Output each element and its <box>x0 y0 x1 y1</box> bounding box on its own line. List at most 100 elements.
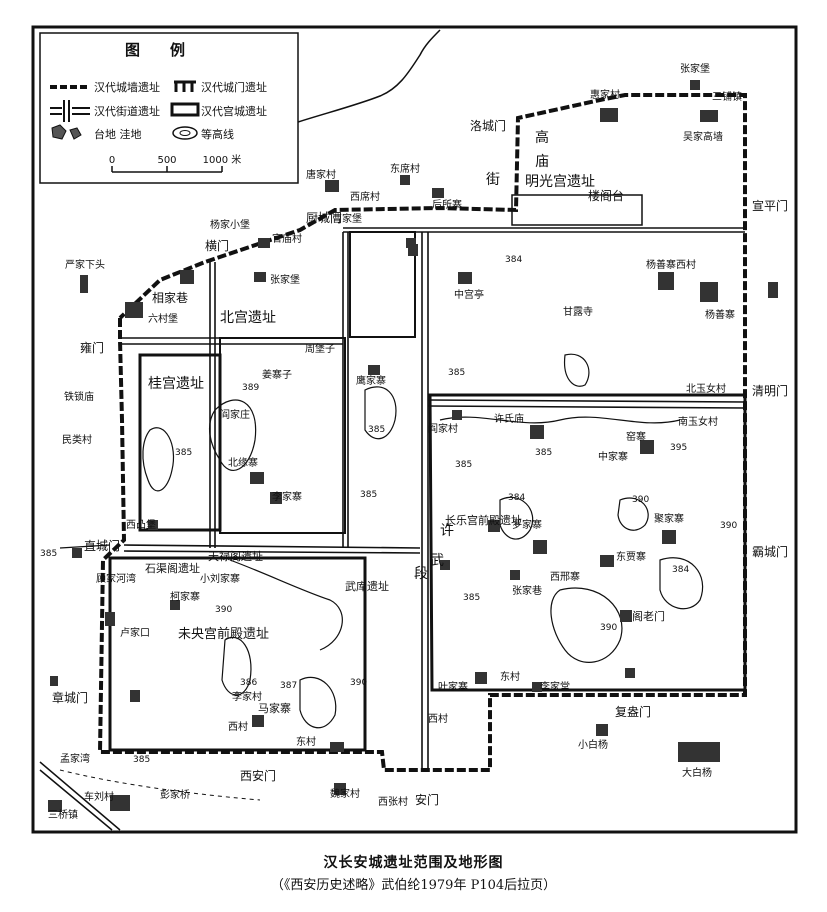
village-block <box>408 244 418 256</box>
elev-1: 384 <box>505 255 522 265</box>
vl-yangshanzhai: 杨善寨 <box>705 308 735 321</box>
village-block <box>250 472 264 484</box>
village-block <box>105 612 115 626</box>
elev-4: 385 <box>175 448 192 458</box>
vl-yejiazhai: 叶家寨 <box>438 680 468 693</box>
elev-14: 390 <box>350 678 367 688</box>
legend-street-symbol <box>50 100 90 122</box>
village-block <box>130 690 140 702</box>
north-complex <box>511 194 643 226</box>
vl-kuojiazhai: 窑寨 <box>626 430 646 443</box>
vl-hujiamiao: 惠家村 <box>590 88 620 101</box>
legend-contour-label: 等高线 <box>201 127 234 141</box>
elev-19: 385 <box>535 448 552 458</box>
label-guigong: 桂宫遗址 <box>148 376 204 392</box>
elev-9: 390 <box>720 521 737 531</box>
village-block <box>258 238 270 248</box>
elev-20: 395 <box>670 443 687 453</box>
vl-wujiagao: 吴家高墙 <box>683 130 723 143</box>
legend-contour-symbol <box>172 126 198 140</box>
village-block <box>690 80 700 90</box>
gate-heng: 横门 <box>205 238 229 253</box>
elev-13: 386 <box>240 678 257 688</box>
village-block <box>330 742 344 752</box>
village-block <box>475 672 487 684</box>
label-changle-front: 长乐宫前殿遗址 <box>445 513 522 527</box>
label-minggong: 明光宫遗址 <box>525 174 595 190</box>
legend-title: 图 例 <box>125 41 185 59</box>
elev-17: 385 <box>463 593 480 603</box>
village-block <box>170 600 180 610</box>
village-block <box>406 238 416 248</box>
vl-chejiacun: 车刘村 <box>84 790 114 803</box>
vl-fujiawancun: 阎家村 <box>428 422 458 435</box>
village-block <box>80 275 88 293</box>
village-block <box>533 540 547 554</box>
label-weiyang-front: 未央宫前殿遗址 <box>178 626 269 642</box>
village-block <box>125 302 143 318</box>
legend: 图 例 汉代城墙遗址 汉代城门遗址 汉代街道遗址 汉代宫城遗址 台地 洼地 等高… <box>39 32 299 184</box>
vl-houjiazhai: 后所寨 <box>432 198 462 211</box>
legend-scale-0: 0 <box>109 155 115 166</box>
legend-palace-label: 汉代宫城遗址 <box>201 104 267 118</box>
river-line <box>297 29 441 123</box>
village-block <box>452 410 462 420</box>
vl-dongcun: 东村 <box>500 670 520 683</box>
vl-yanjiazhu: 阎家庄 <box>220 408 250 421</box>
vl-jiangjiazhai: 姜寨子 <box>262 368 292 381</box>
elev-5: 385 <box>360 490 377 500</box>
vl-nanxingcun: 南玉女村 <box>678 415 718 428</box>
vl-guanmiaocun: 官庙村 <box>272 232 302 245</box>
vl-xishan: 西凸堡 <box>126 518 156 531</box>
gate-yongmen: 雍门 <box>80 340 104 355</box>
elev-11: 385 <box>40 549 57 559</box>
village-block <box>334 783 346 795</box>
vl-zhoujiazi: 周堡子 <box>305 342 335 355</box>
elev-8: 385 <box>455 460 472 470</box>
changle-palace-wall <box>428 393 747 692</box>
legend-gate-label: 汉代城门遗址 <box>201 80 267 94</box>
village-block <box>148 520 158 530</box>
gate-anmen: 安门 <box>415 792 439 807</box>
vl-dongjiazhai: 东贾寨 <box>616 550 646 563</box>
village-block <box>440 560 450 570</box>
gate-xian: 西安门 <box>240 768 276 783</box>
vl-xiaoliujiazhai: 小刘家寨 <box>200 572 240 585</box>
village-block <box>662 530 676 544</box>
village-block <box>180 270 194 284</box>
label-miao: 庙 <box>535 154 549 170</box>
contours <box>59 353 704 729</box>
vl-xicun: 西村 <box>428 712 448 725</box>
vl-sanqiao: 三桥镇 <box>48 808 78 821</box>
vl-luojiazhai: 罗家寨 <box>512 518 542 531</box>
village-block <box>325 180 339 192</box>
vl-pengjia: 彭家桥 <box>160 788 190 801</box>
legend-scale-500: 500 <box>157 155 176 166</box>
gate-qingming: 清明门 <box>752 383 788 398</box>
vl-sanjiawan: 三铺镇 <box>712 90 742 103</box>
vl-dongcun2: 东村 <box>296 735 316 748</box>
village-block <box>432 188 444 198</box>
vl-tiezhenmiao: 铁锁庙 <box>64 390 94 403</box>
vl-xushizhai: 许氏庙 <box>494 412 524 425</box>
elev-6: 384 <box>508 493 525 503</box>
vl-yanjiaxia: 严家下头 <box>65 258 105 271</box>
village-block <box>596 724 608 736</box>
village-block <box>458 272 472 284</box>
vl-zhangjiabao: 张家堡 <box>680 62 710 75</box>
legend-scale-bar <box>111 166 223 173</box>
village-block <box>254 272 266 282</box>
elev-16: 387 <box>280 681 297 691</box>
village-block <box>658 272 674 290</box>
village-block <box>768 282 778 298</box>
gate-luo: 洛城门 <box>470 118 506 133</box>
vl-beiyuanzhai: 北缘寨 <box>228 456 258 469</box>
palace-labels: 北宫遗址 桂宫遗址 明光宫遗址 长乐宫前殿遗址 未央宫前殿遗址 天禄阁遗址 石渠… <box>145 129 624 642</box>
village-block <box>600 108 618 122</box>
label-beigong: 北宫遗址 <box>220 310 276 326</box>
gate-zhicheng: 直城门 <box>84 538 120 553</box>
vl-yangjia-xiaobu: 杨家小堡 <box>210 218 250 231</box>
elev-18: 390 <box>600 623 617 633</box>
legend-palace-symbol <box>170 102 200 117</box>
